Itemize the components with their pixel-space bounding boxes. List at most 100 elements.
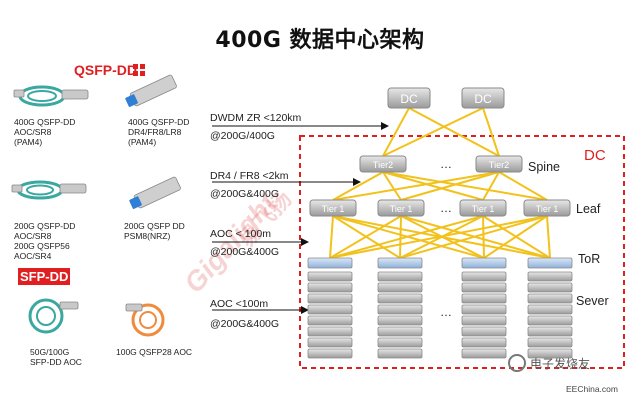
dc-node: DC xyxy=(461,87,505,109)
leaf-tor-link xyxy=(399,215,402,259)
tier1-node: Tier 1 xyxy=(459,199,507,217)
server-racks xyxy=(307,257,573,359)
level-label-spine: Spine xyxy=(528,160,560,174)
server-unit xyxy=(377,293,423,304)
tor-switch xyxy=(307,257,353,269)
server-unit xyxy=(377,315,423,326)
leaf-tor-link xyxy=(399,215,548,259)
leaf-tor-link xyxy=(329,215,484,259)
server-unit xyxy=(377,282,423,293)
annotation-aoc-server: AOC <100m @200G&400G xyxy=(210,298,280,330)
module-label-400g-aoc: 400G QSFP-DD AOC/SR8 (PAM4) xyxy=(14,117,76,147)
tier1-node: Tier 1 xyxy=(523,199,571,217)
server-unit xyxy=(461,315,507,326)
sfp-dd-aoc-icon xyxy=(28,298,79,334)
dc-spine-link xyxy=(382,107,410,157)
page-title: 400G 数据中心架构 xyxy=(215,28,425,53)
server-unit xyxy=(461,282,507,293)
server-unit xyxy=(307,282,353,293)
server-unit xyxy=(461,271,507,282)
server-unit xyxy=(307,315,353,326)
svg-text:DC: DC xyxy=(400,92,418,106)
dc-spine-link xyxy=(382,107,484,157)
leaf-tor-link xyxy=(483,215,548,259)
footer-url: EEChina.com xyxy=(566,384,618,394)
server-unit xyxy=(461,326,507,337)
module-label-400g-dr4: 400G QSFP-DD DR4/FR8/LR8 (PAM4) xyxy=(128,117,190,147)
server-unit xyxy=(461,304,507,315)
leaf-tor-link xyxy=(482,215,485,259)
spine-leaf-link xyxy=(332,171,500,201)
leaf-tor-link xyxy=(329,215,402,259)
annotation-dwdm: DWDM ZR <120km @200G/400G xyxy=(210,112,302,142)
spine-leaf-link xyxy=(332,171,384,201)
server-unit xyxy=(527,293,573,304)
footer-logo: 电子发烧友 xyxy=(508,354,590,372)
dc-node: DC xyxy=(387,87,431,109)
svg-text:Tier 1: Tier 1 xyxy=(390,204,413,214)
dc-spine-link xyxy=(482,107,500,157)
annotation-aoc-leaf: AOC < 100m @200G&400G xyxy=(210,228,280,258)
qsfp28-aoc-icon xyxy=(125,303,165,337)
footer-logo-icon xyxy=(508,354,526,372)
server-unit xyxy=(377,337,423,348)
server-unit xyxy=(307,304,353,315)
tier2-node: Tier2 xyxy=(359,155,407,173)
dc-spine-link xyxy=(408,107,500,157)
server-unit xyxy=(307,348,353,359)
tor-switch xyxy=(461,257,507,269)
server-unit xyxy=(527,326,573,337)
aoc-cable-icon xyxy=(11,180,87,200)
leaf-ellipsis: … xyxy=(440,201,452,215)
tier2-node: Tier2 xyxy=(475,155,523,173)
server-unit xyxy=(307,271,353,282)
qsfp-dd-module-icon xyxy=(125,74,177,107)
server-unit xyxy=(307,326,353,337)
sfp-dd-brand-label: SFP-DD xyxy=(18,268,71,285)
aoc-cable-icon xyxy=(13,85,89,107)
dc-region-label: DC xyxy=(584,147,606,164)
leaf-tor-link xyxy=(329,215,334,259)
spine-leaf-link xyxy=(482,171,500,201)
level-label-server: Sever xyxy=(576,294,609,308)
leaf-tor-link xyxy=(546,215,551,259)
level-label-leaf: Leaf xyxy=(576,202,601,216)
spine-leaf-link xyxy=(382,171,484,201)
server-unit xyxy=(527,315,573,326)
spine-leaf-link xyxy=(382,171,548,201)
module-label-qsfp28-aoc: 100G QSFP28 AOC xyxy=(116,347,193,357)
qsfp-dd-brand-label: QSFP-DD xyxy=(74,62,137,78)
module-label-sfp-dd-aoc: 50G/100G SFP-DD AOC xyxy=(30,347,82,367)
svg-text:DC: DC xyxy=(474,92,492,106)
leaf-tor-link xyxy=(329,215,548,259)
server-unit xyxy=(377,304,423,315)
spine-leaf-link xyxy=(382,171,402,201)
server-unit xyxy=(377,348,423,359)
qsfp-dd-module-icon xyxy=(129,176,181,209)
svg-text:Tier 1: Tier 1 xyxy=(536,204,559,214)
svg-text:Tier 1: Tier 1 xyxy=(472,204,495,214)
server-unit xyxy=(461,348,507,359)
server-unit xyxy=(527,271,573,282)
tor-switch xyxy=(377,257,423,269)
spine-leaf-link xyxy=(498,171,548,201)
module-label-200g-psm8: 200G QSFP DD PSM8(NRZ) xyxy=(124,221,185,241)
qsfp-dd-logo-icon xyxy=(133,64,151,76)
server-unit xyxy=(527,348,573,359)
link-mesh xyxy=(329,107,551,259)
server-unit xyxy=(527,337,573,348)
server-unit xyxy=(461,293,507,304)
svg-text:Tier2: Tier2 xyxy=(489,160,509,170)
annotation-arrows xyxy=(212,122,389,314)
server-unit xyxy=(461,337,507,348)
spine-ellipsis: … xyxy=(440,157,452,171)
annotation-dr4: DR4 / FR8 <2km @200G&400G xyxy=(210,170,289,200)
server-ellipsis: … xyxy=(440,305,452,319)
tier1-node: Tier 1 xyxy=(309,199,357,217)
level-label-tor: ToR xyxy=(578,252,601,266)
server-unit xyxy=(377,271,423,282)
footer-logo-text: 电子发烧友 xyxy=(530,356,591,371)
server-unit xyxy=(527,304,573,315)
